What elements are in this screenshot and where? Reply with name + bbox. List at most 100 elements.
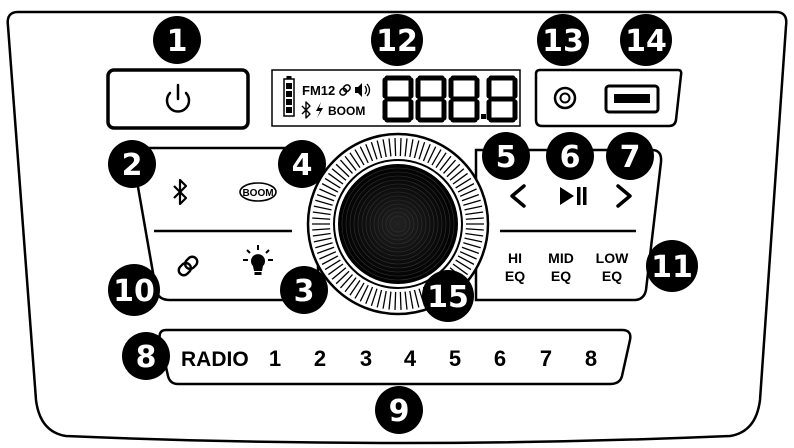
display-digit bbox=[486, 75, 518, 123]
knob-ridge bbox=[335, 270, 350, 285]
chevron-right-icon bbox=[616, 184, 632, 208]
knob-ridge bbox=[339, 159, 353, 174]
knob-grille-ring bbox=[349, 175, 447, 273]
display-digit bbox=[448, 75, 480, 123]
knob-grille-ring bbox=[353, 179, 443, 269]
callout-3: 3 bbox=[280, 266, 328, 314]
usb-port-icon[interactable] bbox=[604, 84, 660, 114]
display-fm-label: FM12 bbox=[302, 83, 335, 98]
display-digits bbox=[382, 75, 518, 123]
knob-ridge bbox=[359, 284, 369, 302]
knob-ridge bbox=[463, 242, 481, 249]
link-icon bbox=[177, 255, 199, 277]
right-control-panel: HI EQ MID EQ LOW EQ bbox=[474, 148, 663, 302]
knob-ridge bbox=[349, 152, 361, 168]
knob-ridge bbox=[382, 139, 387, 158]
knob-ridge bbox=[328, 172, 344, 185]
preset-button-1[interactable]: 1 bbox=[269, 346, 281, 371]
play-pause-icon bbox=[560, 187, 587, 205]
knob-ridge bbox=[344, 277, 357, 293]
knob-ridge bbox=[382, 290, 387, 309]
knob-ridge bbox=[354, 282, 365, 299]
preset-button-5[interactable]: 5 bbox=[449, 346, 461, 371]
previous-button[interactable] bbox=[510, 184, 526, 208]
chevron-left-icon bbox=[510, 184, 526, 208]
low-eq-label: LOW bbox=[596, 250, 629, 266]
knob-ridge bbox=[409, 139, 414, 158]
mid-eq-button[interactable]: MID EQ bbox=[548, 250, 574, 284]
knob-ridge bbox=[331, 267, 347, 280]
knob-ridge bbox=[324, 177, 341, 189]
knob-ridge bbox=[452, 263, 468, 276]
display-boom-label: BOOM bbox=[328, 104, 365, 118]
next-button[interactable] bbox=[616, 184, 632, 208]
display-decimal-point bbox=[481, 114, 486, 119]
knob-ridge bbox=[443, 159, 457, 174]
low-eq-button[interactable]: LOW EQ bbox=[596, 250, 629, 284]
svg-text:9: 9 bbox=[389, 394, 410, 429]
knob-ridge bbox=[459, 188, 477, 197]
boom-logo: BOOM bbox=[239, 182, 277, 202]
callout-6: 6 bbox=[546, 132, 594, 180]
knob-ridge bbox=[461, 193, 480, 202]
knob-grille-ring bbox=[361, 187, 435, 261]
svg-text:8: 8 bbox=[136, 340, 157, 375]
svg-text:2: 2 bbox=[122, 148, 143, 183]
svg-text:12: 12 bbox=[376, 24, 418, 59]
preset-button-8[interactable]: 8 bbox=[585, 346, 597, 371]
knob-ridge bbox=[413, 289, 420, 308]
knob-ridge bbox=[422, 144, 431, 162]
knob-grille-ring bbox=[373, 199, 423, 249]
knob-ridge bbox=[331, 168, 347, 181]
bluetooth-icon bbox=[173, 178, 188, 206]
svg-text:7: 7 bbox=[620, 140, 641, 175]
knob-ridge bbox=[457, 255, 475, 265]
display-speaker-icon bbox=[355, 83, 371, 97]
battery-icon bbox=[283, 76, 295, 117]
boom-button[interactable]: BOOM bbox=[239, 182, 277, 202]
knob-ridge bbox=[312, 211, 331, 216]
knob-grille-ring bbox=[365, 191, 431, 257]
preset-button-7[interactable]: 7 bbox=[540, 346, 552, 371]
play-pause-button[interactable] bbox=[560, 187, 587, 205]
preset-button-6[interactable]: 6 bbox=[494, 346, 506, 371]
aux-jack-icon[interactable] bbox=[553, 86, 577, 110]
callout-13: 13 bbox=[537, 14, 589, 66]
power-button[interactable] bbox=[106, 68, 250, 130]
volume-knob[interactable] bbox=[306, 132, 490, 316]
ports-panel bbox=[534, 68, 683, 128]
preset-button-3[interactable]: 3 bbox=[360, 346, 372, 371]
knob-ridge bbox=[313, 205, 332, 211]
knob-ridge bbox=[439, 155, 452, 171]
knob-grille-ring bbox=[385, 211, 411, 237]
mid-eq-label: MID bbox=[548, 250, 574, 266]
svg-text:13: 13 bbox=[542, 24, 584, 59]
callout-1: 1 bbox=[153, 16, 201, 64]
knob-ridge bbox=[413, 140, 420, 159]
preset-button-4[interactable]: 4 bbox=[404, 346, 417, 371]
light-button[interactable] bbox=[243, 245, 273, 275]
callout-2: 2 bbox=[108, 140, 156, 188]
knob-ridge bbox=[427, 146, 437, 164]
knob-ridge bbox=[399, 138, 402, 157]
knob-grille-ring bbox=[345, 171, 451, 277]
knob-grille-ring bbox=[357, 183, 439, 265]
knob-ridge bbox=[455, 177, 472, 189]
knob-ridge bbox=[464, 205, 483, 211]
svg-text:5: 5 bbox=[496, 140, 517, 175]
hi-eq-label: HI bbox=[508, 250, 522, 266]
knob-ridge bbox=[394, 291, 397, 310]
link-button[interactable] bbox=[177, 255, 200, 278]
svg-text:4: 4 bbox=[292, 148, 313, 183]
bluetooth-button[interactable] bbox=[173, 178, 188, 206]
knob-ridge bbox=[464, 237, 483, 243]
knob-ridges bbox=[312, 138, 484, 310]
knob-ridge bbox=[394, 138, 397, 157]
preset-button-2[interactable]: 2 bbox=[314, 346, 326, 371]
hi-eq-button[interactable]: HI EQ bbox=[505, 250, 525, 284]
knob-ridge bbox=[418, 142, 426, 160]
knob-ridge bbox=[404, 291, 408, 310]
knob-ridge bbox=[316, 246, 335, 255]
knob-ridge bbox=[319, 251, 337, 260]
knob-ridge bbox=[313, 237, 332, 243]
